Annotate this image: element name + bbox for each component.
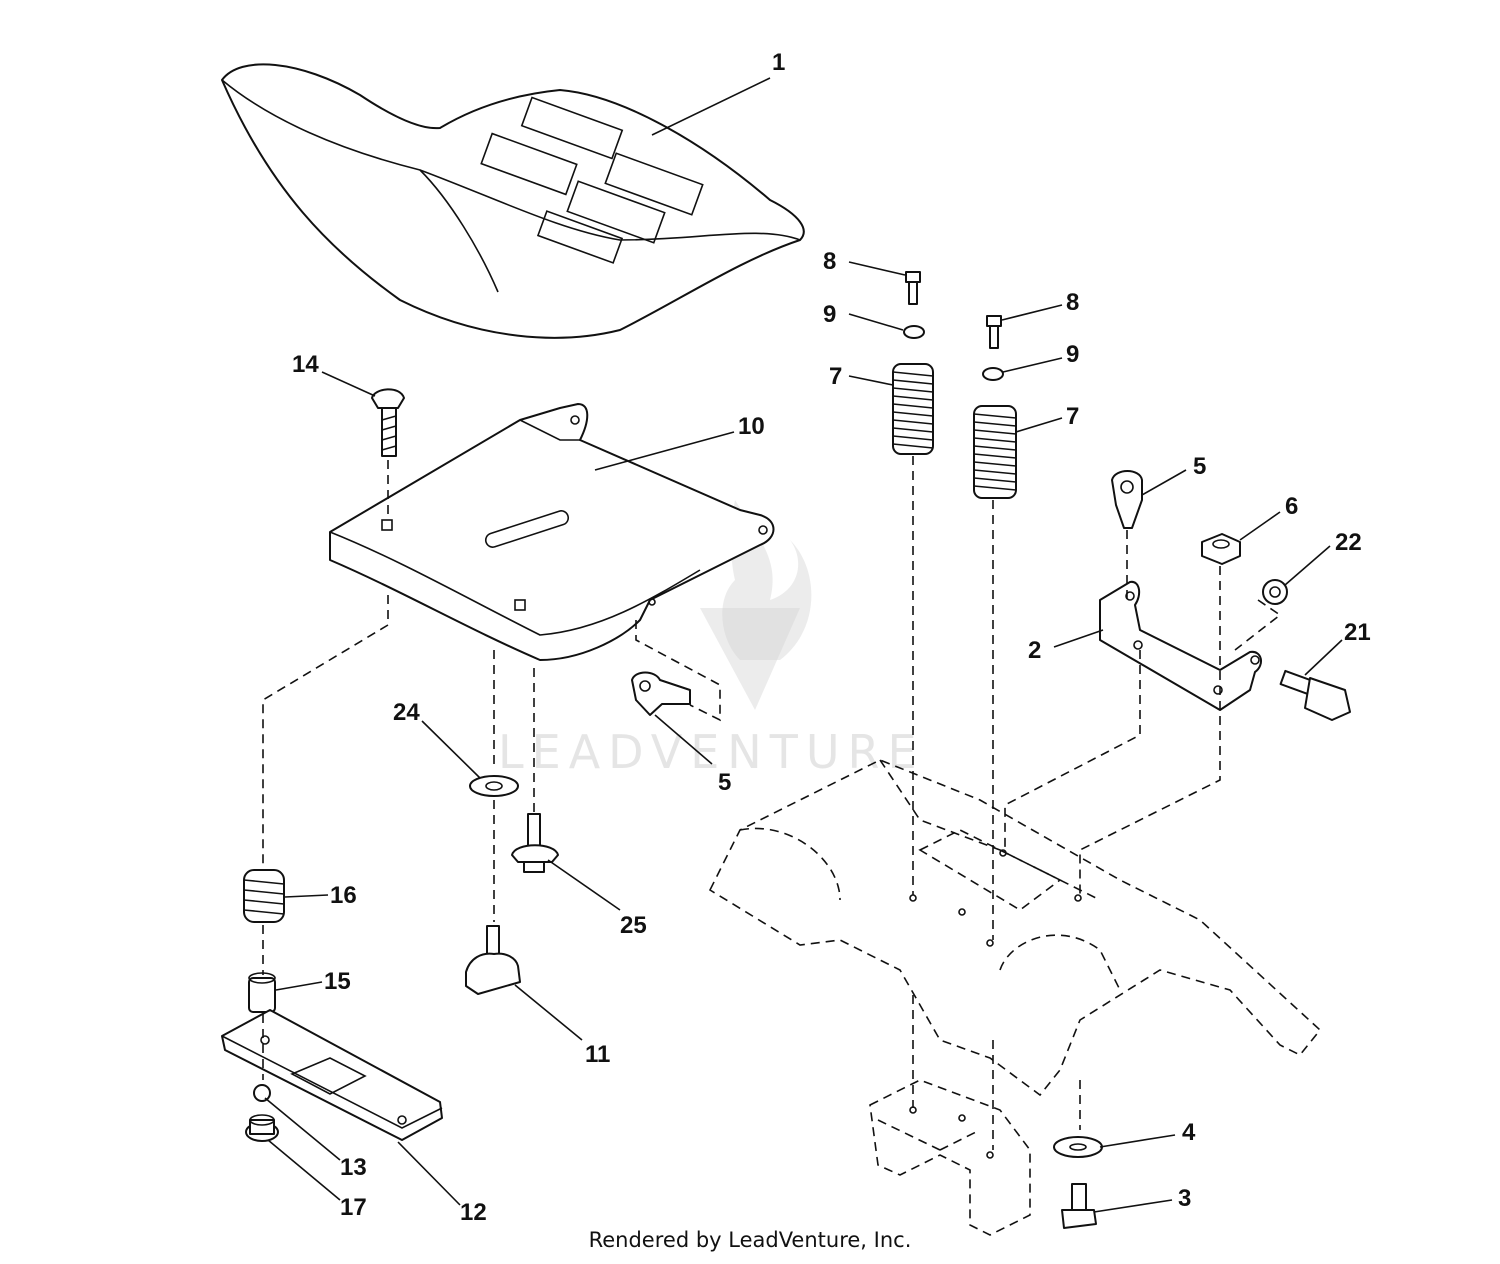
carriage-bolt [371,388,405,457]
washer-right [982,367,1004,381]
callout-10: 10 [738,413,765,440]
callout-labels: 1 14 10 8 9 7 8 9 7 5 6 22 2 21 24 5 16 … [292,49,1371,1226]
callout-6: 6 [1285,493,1298,520]
callout-15: 15 [324,968,351,995]
callout-9-right: 9 [1066,341,1079,368]
spring-left [892,363,934,455]
shoulder-bolt [511,813,559,873]
wing-knob [465,925,521,995]
callout-2: 2 [1028,637,1041,664]
callout-7-right: 7 [1066,403,1079,430]
hex-nut [1201,533,1241,565]
washer-large [1053,1136,1103,1158]
bolt-left [905,271,921,305]
callout-8-right: 8 [1066,289,1079,316]
callout-7-left: 7 [829,363,842,390]
spring-small [243,869,285,923]
seat-bracket [1099,580,1262,711]
assembly-guide-lines [262,456,1282,1150]
callout-11: 11 [585,1041,610,1068]
callout-16: 16 [330,882,357,909]
callout-5-lower: 5 [718,769,731,796]
clip-lower [631,671,691,716]
callout-14: 14 [292,351,319,378]
callout-25: 25 [620,912,647,939]
callout-8-left: 8 [823,248,836,275]
leader-lines [264,77,1343,1213]
spacer-nut [253,1084,271,1102]
callout-1: 1 [772,49,785,76]
callout-9-left: 9 [823,301,836,328]
tractor-frame-outline [708,759,1322,1236]
rendered-by-footer: Rendered by LeadVenture, Inc. [588,1228,912,1252]
callout-24: 24 [393,699,420,726]
flat-washer [469,775,519,797]
callout-4: 4 [1182,1119,1196,1146]
lock-nut [1262,579,1288,605]
flange-bolt [1279,669,1351,721]
callout-12: 12 [460,1199,487,1226]
spacer [248,972,276,1013]
callout-5-upper: 5 [1193,453,1206,480]
callout-21: 21 [1344,619,1371,646]
clip-upper [1111,470,1143,529]
callout-13: 13 [340,1154,367,1181]
callout-17: 17 [340,1194,367,1221]
watermark-text: LEADVENTURE [498,725,925,779]
slide-plate [221,1009,443,1141]
seat-pan [329,403,775,661]
bolt-right [986,315,1002,349]
hex-bolt [1061,1183,1097,1229]
callout-3: 3 [1178,1185,1191,1212]
seat [221,63,805,339]
flange-nut [245,1114,279,1142]
callout-22: 22 [1335,529,1362,556]
spring-right [973,405,1017,499]
washer-left [903,325,925,339]
